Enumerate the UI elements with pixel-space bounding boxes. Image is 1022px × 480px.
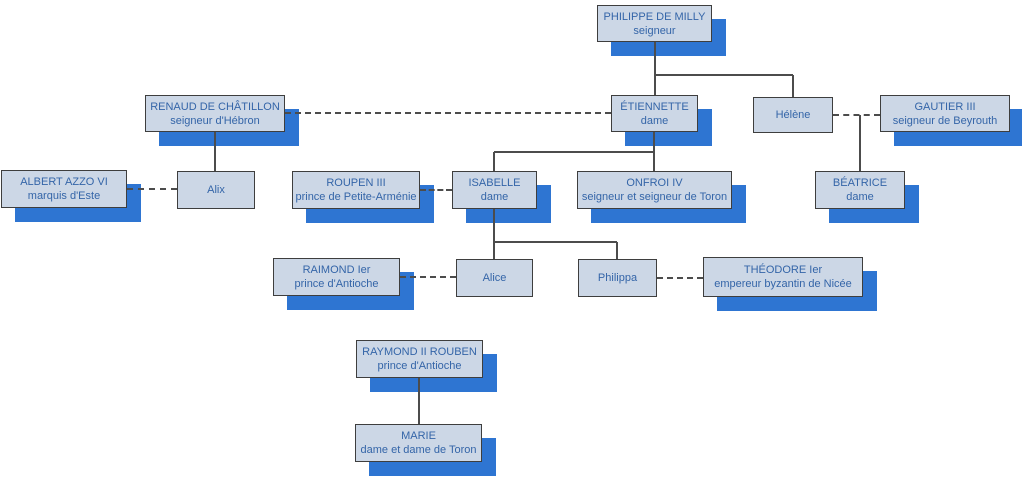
node-albert-azzo-vi[interactable]: ALBERT AZZO VI marquis d'Este: [1, 170, 127, 208]
node-philippa[interactable]: Philippa: [578, 259, 657, 297]
person-name: Hélène: [775, 109, 811, 121]
marriage-connector-line: [833, 114, 880, 116]
person-title: dame: [480, 191, 509, 203]
descent-connector-line: [493, 209, 495, 259]
person-name: Alice: [482, 272, 507, 284]
person-name: Philippa: [597, 272, 638, 284]
person-name: RAYMOND II ROUBEN: [362, 346, 477, 358]
person-title: dame: [846, 191, 874, 203]
descent-connector-line: [655, 74, 793, 76]
person-name: RENAUD DE CHÂTILLON: [150, 100, 280, 113]
person-name: ISABELLE: [468, 177, 521, 189]
person-name: MARIE: [401, 430, 436, 442]
person-title: prince d'Antioche: [294, 278, 379, 290]
person-title: empereur byzantin de Nicée: [714, 278, 852, 290]
person-title: seigneur et seigneur de Toron: [581, 191, 728, 203]
node-raymond-ii-rouben[interactable]: RAYMOND II ROUBEN prince d'Antioche: [356, 340, 483, 378]
marriage-connector-line: [657, 277, 703, 279]
person-title: dame: [640, 114, 669, 127]
person-name: PHILIPPE DE MILLY: [603, 10, 706, 23]
descent-connector-line: [859, 115, 861, 171]
person-name: ÉTIENNETTE: [620, 100, 689, 113]
person-title: prince d'Antioche: [377, 360, 462, 372]
node-marie[interactable]: MARIE dame et dame de Toron: [355, 424, 482, 462]
person-title: dame et dame de Toron: [360, 444, 477, 456]
descent-connector-line: [792, 75, 794, 97]
person-name: THÉODORE Ier: [743, 264, 823, 276]
node-raimond-ier[interactable]: RAIMOND Ier prince d'Antioche: [273, 258, 400, 296]
descent-connector-line: [653, 132, 655, 171]
node-roupen-iii[interactable]: ROUPEN III prince de Petite-Arménie: [292, 171, 420, 209]
person-name: GAUTIER III: [914, 100, 976, 113]
descent-connector-line: [654, 42, 656, 95]
descent-connector-line: [494, 151, 654, 153]
person-title: seigneur de Beyrouth: [892, 114, 998, 127]
node-isabelle[interactable]: ISABELLE dame: [452, 171, 537, 209]
person-title: seigneur d'Hébron: [170, 114, 260, 127]
person-name: RAIMOND Ier: [302, 264, 371, 276]
person-name: Alix: [207, 184, 225, 196]
descent-connector-line: [493, 152, 495, 171]
node-alix[interactable]: Alix: [177, 171, 255, 209]
person-title: seigneur: [633, 24, 676, 37]
node-beatrice[interactable]: BÉATRICE dame: [815, 171, 905, 209]
descent-connector-line: [616, 242, 618, 259]
node-alice[interactable]: Alice: [456, 259, 533, 297]
marriage-connector-line: [127, 188, 177, 190]
marriage-connector-line: [400, 276, 456, 278]
descent-connector-line: [418, 378, 420, 424]
descent-connector-line: [214, 132, 216, 171]
node-onfroi-iv[interactable]: ONFROI IV seigneur et seigneur de Toron: [577, 171, 732, 209]
person-title: prince de Petite-Arménie: [295, 191, 417, 203]
person-title: marquis d'Este: [27, 190, 101, 202]
node-theodore-ier[interactable]: THÉODORE Ier empereur byzantin de Nicée: [703, 257, 863, 297]
marriage-connector-line: [285, 112, 611, 114]
marriage-connector-line: [420, 189, 452, 191]
person-name: ONFROI IV: [626, 177, 683, 189]
person-name: ALBERT AZZO VI: [20, 176, 108, 188]
node-helene[interactable]: Hélène: [753, 97, 833, 133]
person-name: BÉATRICE: [832, 177, 888, 189]
person-name: ROUPEN III: [326, 177, 386, 189]
descent-connector-line: [494, 241, 617, 243]
